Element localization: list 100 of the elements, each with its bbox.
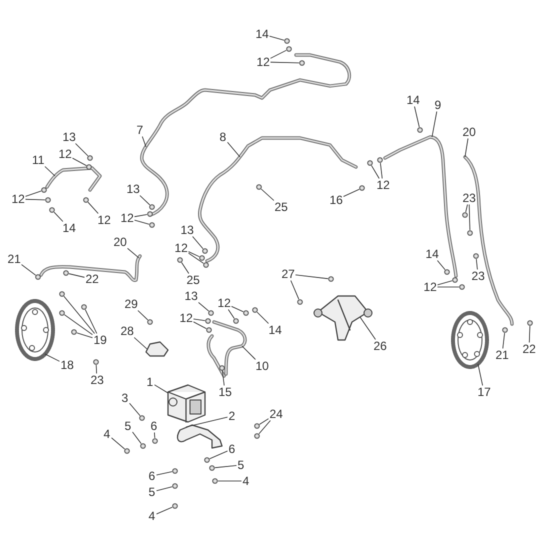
leader-line bbox=[502, 332, 505, 349]
leader-line bbox=[181, 262, 190, 274]
callout-number: 21 bbox=[6, 252, 22, 266]
fitting bbox=[417, 127, 423, 133]
leader-line bbox=[414, 106, 420, 128]
leader-line bbox=[134, 220, 150, 225]
callout-number: 6 bbox=[150, 420, 158, 432]
callout-number: 5 bbox=[124, 420, 132, 432]
fitting bbox=[452, 277, 458, 283]
mounting-bracket bbox=[314, 295, 372, 341]
callout-number: 14 bbox=[424, 248, 440, 260]
callout-number: 13 bbox=[180, 224, 195, 236]
leader-line bbox=[84, 309, 98, 334]
leader-line bbox=[134, 337, 148, 350]
fitting bbox=[172, 483, 178, 489]
fitting bbox=[243, 310, 249, 316]
leader-line bbox=[437, 286, 460, 288]
leader-line bbox=[154, 432, 156, 438]
fitting bbox=[59, 310, 65, 316]
callout-number: 12 bbox=[10, 192, 26, 206]
leader-line bbox=[476, 258, 478, 270]
fitting bbox=[177, 257, 183, 263]
leader-line bbox=[231, 306, 244, 312]
leader-line bbox=[214, 465, 237, 468]
leader-line bbox=[295, 274, 328, 280]
fitting bbox=[203, 262, 209, 268]
fitting bbox=[209, 465, 215, 471]
callout-number: 12 bbox=[58, 148, 73, 160]
callout-number: 23 bbox=[470, 270, 486, 282]
leader-line bbox=[437, 280, 452, 286]
callout-number: 7 bbox=[136, 124, 144, 136]
fitting bbox=[205, 318, 211, 324]
callout-number: 8 bbox=[218, 130, 228, 144]
callout-number: 14 bbox=[406, 94, 421, 106]
callout-number: 27 bbox=[280, 268, 296, 280]
leader-line bbox=[72, 158, 87, 166]
callout-number: 26 bbox=[372, 340, 388, 352]
leader-line bbox=[75, 143, 88, 156]
callout-number: 13 bbox=[184, 290, 199, 302]
fitting bbox=[86, 164, 92, 170]
fitting bbox=[367, 160, 373, 166]
fitting bbox=[87, 155, 93, 161]
fitting bbox=[502, 327, 508, 333]
leader-line bbox=[25, 198, 46, 200]
leader-line bbox=[88, 202, 99, 214]
callout-number: 13 bbox=[62, 130, 77, 144]
leader-line bbox=[468, 204, 470, 230]
fitting bbox=[140, 443, 146, 449]
callout-number: 19 bbox=[92, 334, 108, 346]
leader-line bbox=[129, 402, 140, 416]
callout-number: 14 bbox=[268, 324, 283, 336]
fitting bbox=[71, 329, 77, 335]
leader-line bbox=[188, 251, 200, 258]
callout-number: 13 bbox=[126, 182, 141, 196]
fitting bbox=[359, 185, 365, 191]
callout-number: 4 bbox=[102, 428, 112, 440]
mounting-bracket bbox=[176, 424, 223, 449]
leader-line bbox=[464, 138, 468, 158]
callout-number: 12 bbox=[376, 178, 391, 192]
leader-line bbox=[127, 248, 140, 258]
fitting bbox=[49, 207, 55, 213]
leader-line bbox=[64, 314, 93, 336]
fitting bbox=[328, 276, 334, 282]
modulator-unit bbox=[167, 384, 206, 423]
callout-number: 29 bbox=[124, 298, 139, 310]
leader-line bbox=[478, 364, 483, 386]
toothed-ring bbox=[451, 311, 489, 369]
callout-number: 25 bbox=[274, 200, 289, 214]
leader-line bbox=[142, 136, 146, 148]
leader-line bbox=[25, 190, 42, 197]
callout-number: 12 bbox=[256, 56, 271, 68]
callout-number: 24 bbox=[268, 408, 284, 420]
callout-number: 12 bbox=[216, 296, 232, 310]
fitting bbox=[252, 307, 258, 313]
callout-number: 4 bbox=[242, 474, 250, 488]
fitting bbox=[256, 184, 262, 190]
leader-line bbox=[193, 322, 207, 329]
fitting bbox=[286, 46, 292, 52]
leader-line bbox=[259, 418, 269, 425]
callout-number: 16 bbox=[328, 194, 344, 206]
leader-line bbox=[260, 188, 274, 201]
leader-line bbox=[209, 450, 228, 460]
fitting bbox=[459, 284, 465, 290]
leader-line bbox=[222, 370, 225, 386]
leader-line bbox=[437, 260, 446, 270]
callout-number: 9 bbox=[434, 98, 442, 112]
fitting bbox=[254, 433, 260, 439]
fitting bbox=[139, 415, 145, 421]
callout-number: 17 bbox=[476, 386, 492, 398]
callout-number: 18 bbox=[60, 358, 75, 372]
fitting bbox=[41, 187, 47, 193]
callout-number: 12 bbox=[174, 242, 189, 254]
leader-line bbox=[192, 236, 204, 250]
fitting bbox=[81, 304, 87, 310]
callout-number: 2 bbox=[228, 410, 236, 422]
fitting bbox=[233, 318, 239, 324]
callout-number: 12 bbox=[178, 312, 194, 324]
leader-line bbox=[111, 437, 126, 450]
leader-line bbox=[198, 302, 210, 312]
callout-number: 21 bbox=[494, 348, 510, 362]
